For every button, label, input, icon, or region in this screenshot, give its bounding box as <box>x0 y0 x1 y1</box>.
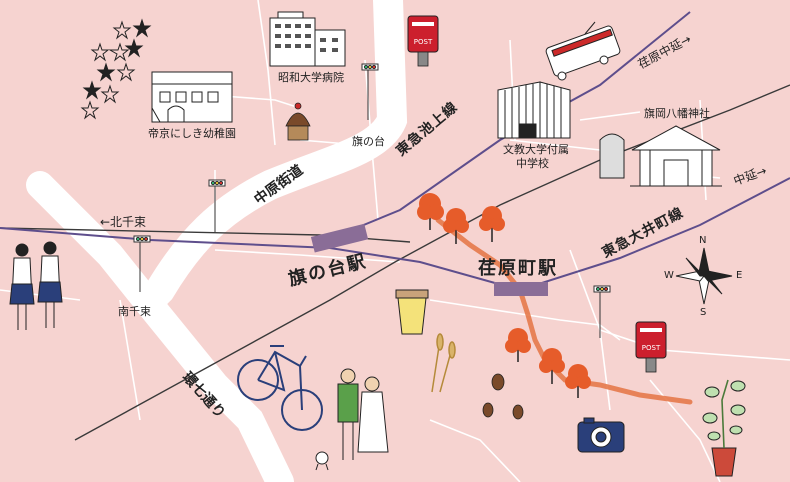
post-box-icon: POST <box>635 321 667 373</box>
station-ebaramachi-platform[interactable] <box>494 282 548 296</box>
road-nakahara-kaido <box>135 0 408 315</box>
compass-south-label: S <box>700 307 707 318</box>
road-kannana-dori <box>26 171 294 482</box>
landmark-label-bunkyo-school[interactable]: 文教大学付属 <box>503 143 569 156</box>
school-building-icon <box>497 81 571 139</box>
svg-text:POST: POST <box>642 344 661 352</box>
wheat-icon <box>431 333 456 393</box>
hospital-building-icon <box>269 11 346 67</box>
station-label-ebaramachi[interactable]: 荏原町駅 <box>478 258 558 279</box>
railway-ikegami-line <box>314 11 691 246</box>
intersection-label-minamisenzoku: 南千束 <box>118 305 151 318</box>
camera-icon <box>577 417 625 453</box>
compass-west-label: W <box>664 270 674 281</box>
station-hatanodai-platform[interactable] <box>310 223 369 253</box>
landmark-label-hataoka-shrine[interactable]: 旗岡八幡神社 <box>644 107 710 120</box>
post-box-icon: POST <box>407 15 439 67</box>
compass-north-label: N <box>699 235 707 246</box>
elderly-couple-icon <box>315 368 389 471</box>
direction-label-kitasenzoku: ←北千束 <box>100 215 147 229</box>
landmark-label-showa-hospital[interactable]: 昭和大学病院 <box>278 71 344 84</box>
coffee-cup-icon <box>395 289 429 335</box>
kindergarten-building-icon <box>151 71 233 123</box>
landmark-label-bunkyo-school-line2[interactable]: 中学校 <box>516 157 549 170</box>
traffic-light-icon <box>133 63 611 338</box>
intersection-label-hatanodai: 旗の台 <box>352 135 385 148</box>
walk-route <box>435 217 693 405</box>
potted-plant-icon <box>702 379 746 477</box>
railways <box>0 11 790 292</box>
svg-text:POST: POST <box>414 38 433 46</box>
bicycle-icon <box>237 345 323 431</box>
star-icon <box>80 18 152 120</box>
acorn-icon <box>482 373 524 420</box>
compass-rose-icon <box>675 247 733 305</box>
shrine-icon <box>599 125 722 187</box>
schoolgirls-icon <box>9 241 63 330</box>
compass-east-label: E <box>736 270 743 281</box>
railway-oimachi-line <box>0 177 790 292</box>
cupcake-icon <box>285 102 311 141</box>
train-car-icon <box>545 21 621 81</box>
landmark-label-teikyo-kindergarten[interactable]: 帝京にしき幼稚園 <box>148 127 236 140</box>
autumn-tree-icon <box>417 193 591 398</box>
